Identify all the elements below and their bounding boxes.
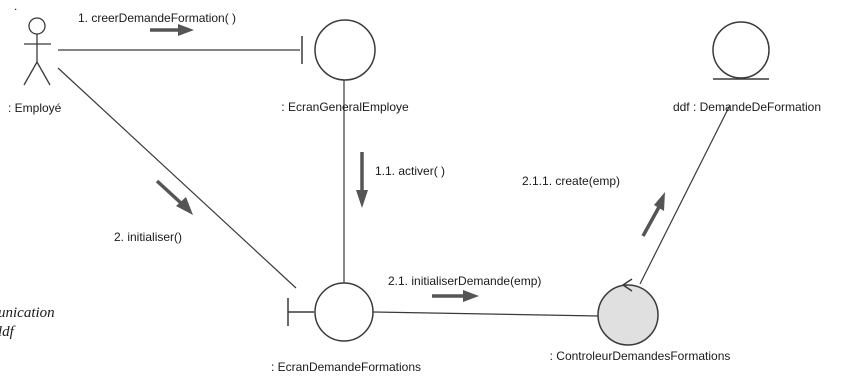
message-1-label: 1. creerDemandeFormation( ) [78, 11, 236, 25]
message-2-1-1-label: 2.1.1. create(emp) [522, 174, 620, 188]
control-controleur-icon [597, 278, 659, 346]
actor-mark: . [14, 0, 17, 13]
caption-line-2: ldf [0, 324, 16, 340]
message-2-1-label: 2.1. initialiserDemande(emp) [388, 274, 541, 288]
message-2-1-1-arrow-icon [641, 192, 665, 237]
link-actor-ecran-demande [57, 67, 297, 289]
actor-label: : Employé [8, 101, 62, 115]
message-2-arrow-icon [155, 179, 193, 215]
link-controleur-entity [639, 104, 731, 285]
message-1-1-arrow-icon [356, 152, 368, 208]
message-1-arrow-icon [150, 24, 194, 36]
message-2-label: 2. initialiser() [114, 230, 182, 244]
ecran-demande-label: : EcranDemandeFormations [271, 360, 421, 374]
actor-employe-icon [23, 17, 51, 86]
entity-ddf-label: ddf : DemandeDeFormation [673, 100, 821, 114]
message-2-1-arrow-icon [432, 290, 479, 302]
boundary-ecran-general-icon [301, 19, 376, 81]
caption-line-1: unication [0, 305, 55, 321]
controleur-label: : ControleurDemandesFormations [550, 349, 731, 363]
link-demande-controleur [372, 311, 600, 317]
entity-ddf-icon [712, 21, 770, 80]
ecran-general-label: : EcranGeneralEmploye [281, 100, 409, 114]
message-1-1-label: 1.1. activer( ) [375, 164, 445, 178]
boundary-ecran-demande-icon [287, 282, 374, 342]
